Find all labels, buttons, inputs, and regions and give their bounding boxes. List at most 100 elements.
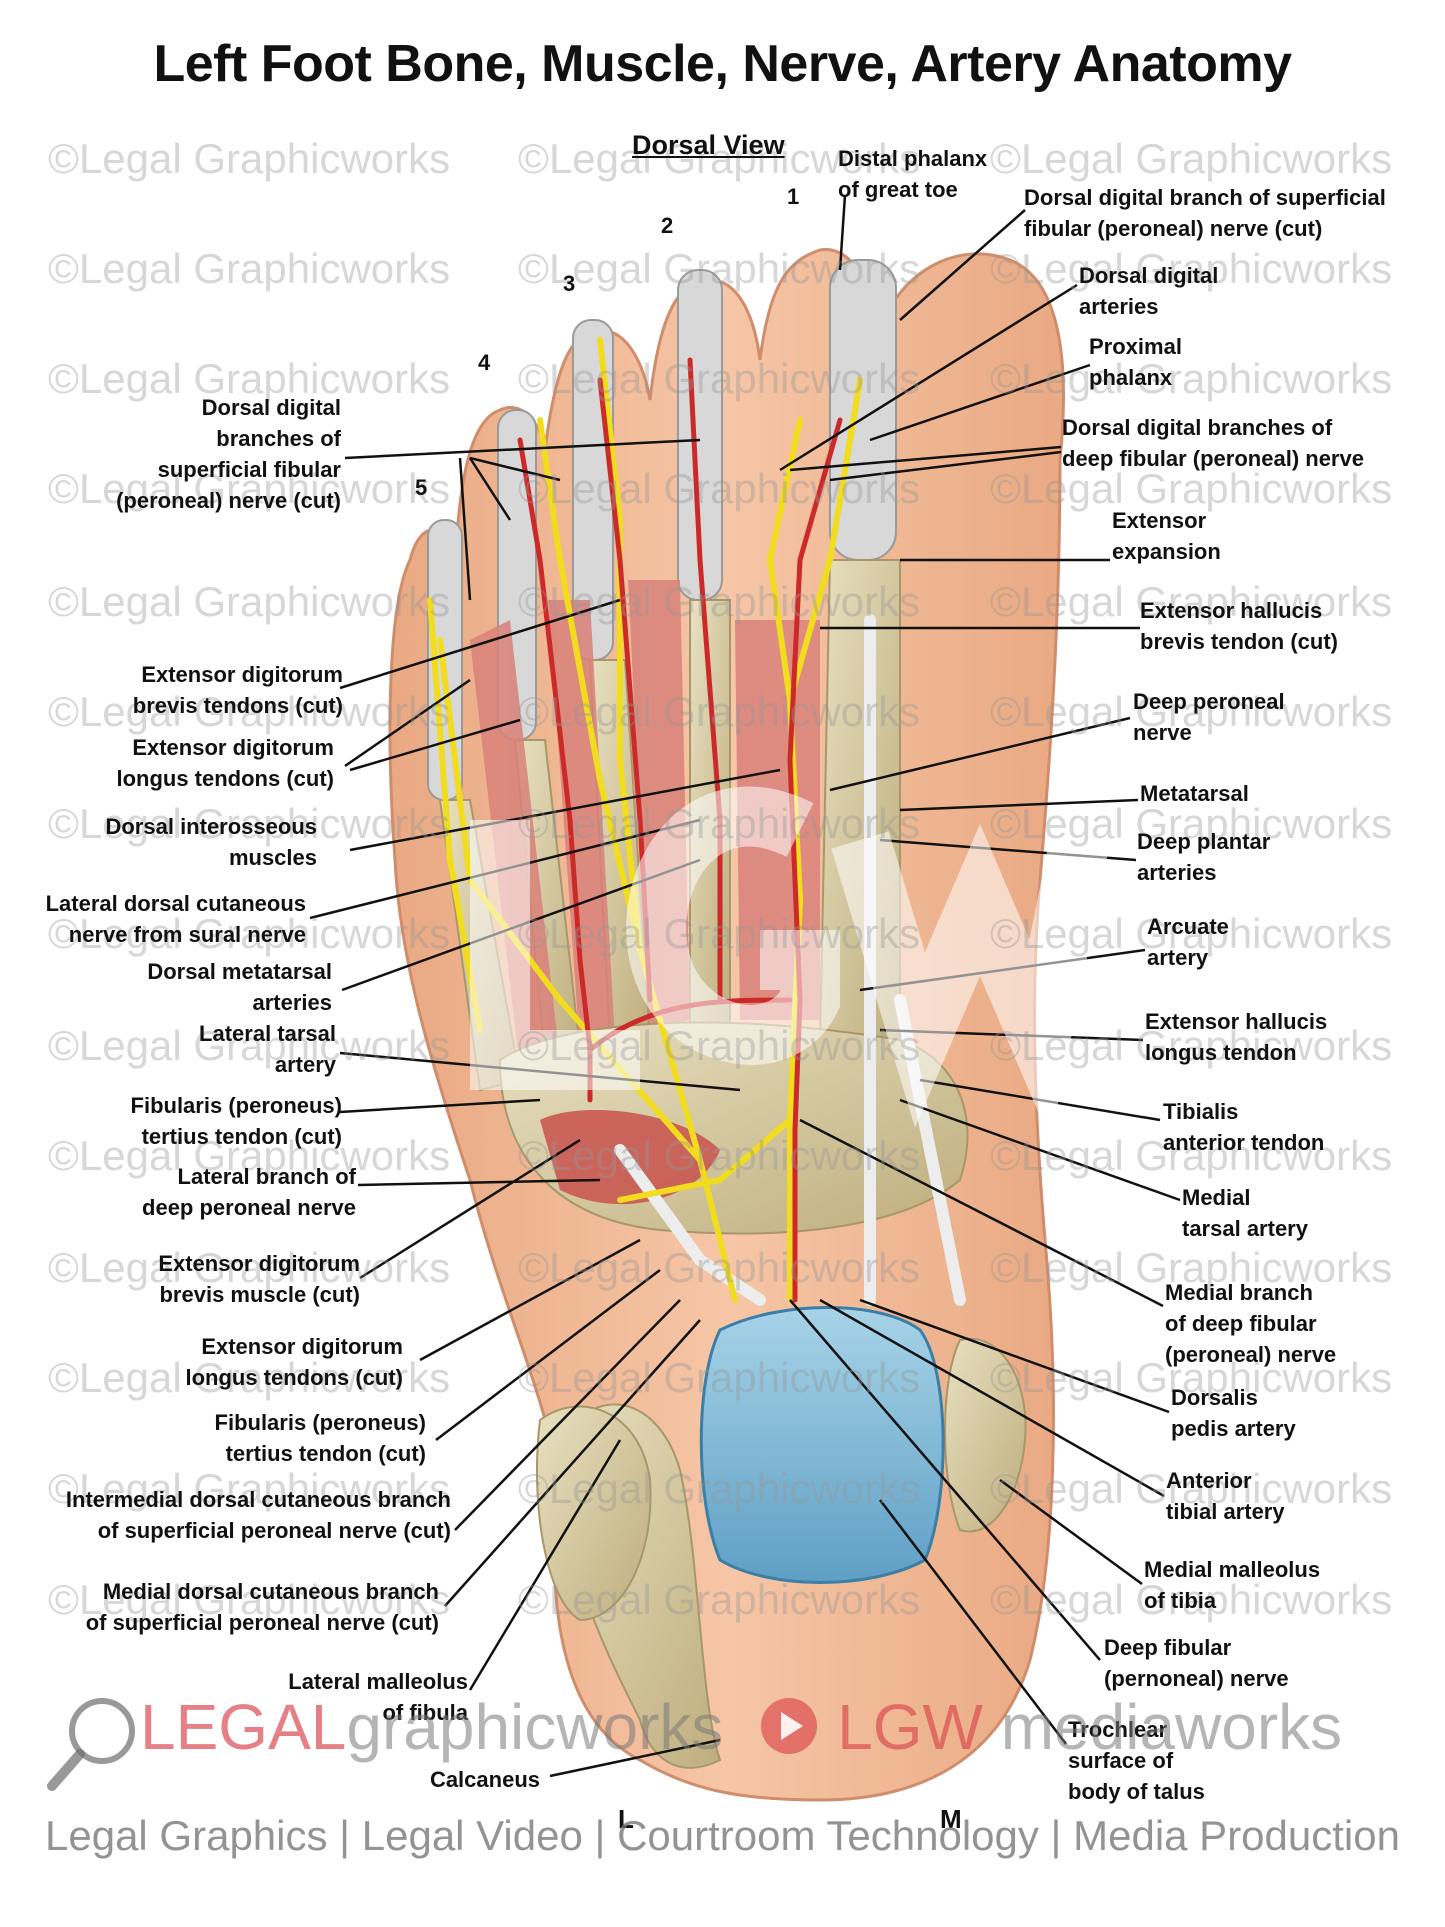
- leader-line: [899, 209, 1026, 321]
- leader-line: [357, 1178, 601, 1187]
- leader-line: [879, 1499, 1067, 1745]
- toe-number-1: 1: [787, 184, 800, 209]
- brand-legal: LEGAL: [140, 1691, 347, 1763]
- footer-tagline: Legal Graphics | Legal Video | Courtroom…: [45, 1812, 1400, 1859]
- watermark-text: ©Legal Graphicworks: [518, 135, 921, 182]
- watermark-text: ©Legal Graphicworks: [990, 355, 1393, 402]
- brand-graphicworks: graphicworks: [346, 1691, 724, 1763]
- watermark-text: ©Legal Graphicworks: [48, 578, 451, 625]
- leader-line: [829, 716, 1131, 792]
- watermark-text: ©Legal Graphicworks: [990, 1576, 1393, 1623]
- leader-line: [899, 1098, 1181, 1202]
- leader-line: [344, 678, 471, 768]
- watermark-text: ©Legal Graphicworks: [518, 245, 921, 292]
- watermark-text: ©Legal Graphicworks: [990, 800, 1393, 847]
- watermark-text: ©Legal Graphicworks: [48, 465, 451, 512]
- watermark-text: ©Legal Graphicworks: [990, 1022, 1393, 1069]
- watermark-text: ©Legal Graphicworks: [990, 135, 1393, 182]
- brand-mediaworks: mediaworks: [1000, 1691, 1343, 1763]
- leader-line: [468, 1439, 622, 1691]
- leader-line: [469, 456, 561, 482]
- brand-lockup: LEGALgraphicworks LGW mediaworks: [140, 1690, 1342, 1764]
- watermark-text: ©Legal Graphicworks: [518, 1022, 921, 1069]
- medial-side-marker: M: [940, 1804, 962, 1834]
- leader-line: [869, 363, 1091, 442]
- watermark-text: ©Legal Graphicworks: [990, 465, 1393, 512]
- leader-line: [899, 798, 1139, 812]
- toe-number-2: 2: [661, 213, 674, 238]
- leader-line: [349, 718, 521, 772]
- leader-line: [344, 438, 701, 460]
- leader-line: [339, 1098, 541, 1114]
- label-calcaneus: Calcaneus: [429, 1767, 540, 1792]
- watermark-text: ©Legal Graphicworks: [48, 800, 451, 847]
- watermark-text: ©Legal Graphicworks: [990, 1465, 1393, 1512]
- leader-line: [779, 283, 1078, 472]
- leader-line: [999, 1478, 1143, 1586]
- leader-line: [359, 1138, 581, 1280]
- leader-line: [819, 1298, 1165, 1498]
- leader-line: [789, 445, 1062, 472]
- watermark-text: ©Legal Graphicworks: [518, 800, 921, 847]
- watermark-text: ©Legal Graphicworks: [518, 1132, 921, 1179]
- watermark-text: ©Legal Graphicworks: [518, 688, 921, 735]
- watermark-text: ©Legal Graphicworks: [48, 910, 451, 957]
- label-fibularis-tertius-tendon-lower: Fibularis (peroneus)tertius tendon (cut): [214, 1410, 426, 1466]
- watermark-text: ©Legal Graphicworks: [990, 688, 1393, 735]
- watermark-text: ©Legal Graphicworks: [48, 1465, 451, 1512]
- watermark-text: ©Legal Graphicworks: [990, 578, 1393, 625]
- magnifier-icon: [47, 1698, 135, 1791]
- watermark-text: ©Legal Graphicworks: [48, 1022, 451, 1069]
- leader-line: [549, 1738, 721, 1778]
- watermark-text: ©Legal Graphicworks: [518, 578, 921, 625]
- watermark-text: ©Legal Graphicworks: [518, 1354, 921, 1401]
- lgw-watermark-logo: [470, 786, 1110, 1141]
- leader-line: [838, 194, 847, 271]
- leader-line: [458, 457, 472, 601]
- watermark-text: ©Legal Graphicworks: [48, 245, 451, 292]
- watermark-text: ©Legal Graphicworks: [990, 910, 1393, 957]
- brand-lgw: LGW: [837, 1691, 983, 1763]
- label-metatarsal: Metatarsal: [1140, 781, 1249, 806]
- label-fibularis-tertius-tendon-upper: Fibularis (peroneus)tertius tendon (cut): [130, 1093, 342, 1149]
- leader-line: [799, 1118, 1164, 1308]
- leader-line: [468, 457, 512, 521]
- watermark-text: ©Legal Graphicworks: [48, 1576, 451, 1623]
- play-icon: [761, 1698, 818, 1755]
- lateral-side-marker: L: [618, 1804, 634, 1834]
- watermark-text: ©Legal Graphicworks: [48, 1354, 451, 1401]
- watermark-text: ©Legal Graphicworks: [518, 465, 921, 512]
- watermark-text: ©Legal Graphicworks: [48, 1244, 451, 1291]
- leader-line: [435, 1269, 661, 1441]
- watermark-text: ©Legal Graphicworks: [990, 245, 1393, 292]
- watermark-text: ©Legal Graphicworks: [48, 688, 451, 735]
- watermark-text: ©Legal Graphicworks: [518, 1465, 921, 1512]
- leader-line: [339, 598, 621, 690]
